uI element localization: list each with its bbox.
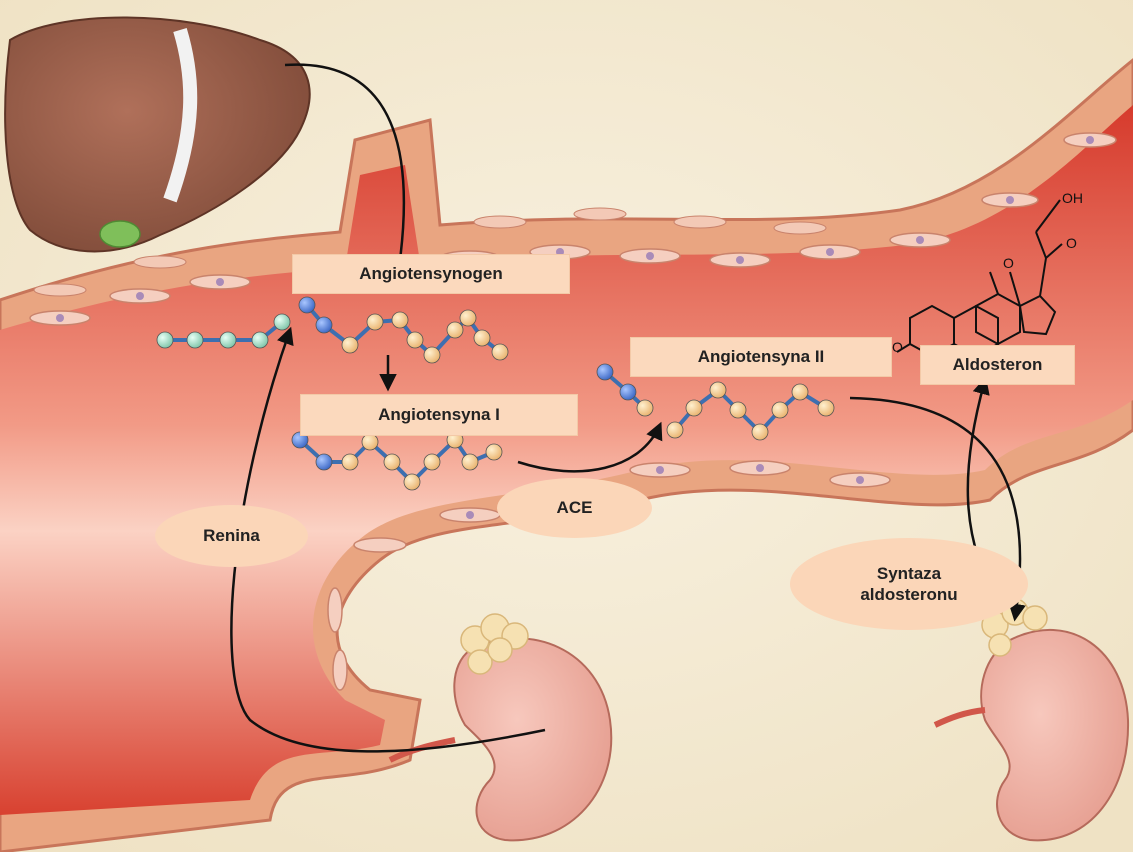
angiotensin-ii-chain-residue [686,400,702,416]
angiotensinogen-chain-residue [424,347,440,363]
angiotensin-ii-chain-residue [710,382,726,398]
angiotensin-ii-cleaved-chain-residue [620,384,636,400]
angiotensin-ii-chain-residue [667,422,683,438]
angiotensin-i-chain-residue [342,454,358,470]
angiotensinogen-label: Angiotensynogen [292,254,570,294]
angiotensinogen-chain-residue [392,312,408,328]
angiotensin-ii-chain-residue [792,384,808,400]
angiotensin-ii-label: Angiotensyna II [630,337,892,377]
angiotensinogen-chain-residue [492,344,508,360]
angiotensin-i-chain-residue [404,474,420,490]
aldosterone-synthase-label: Syntaza aldosteronu [790,538,1028,630]
angiotensin-ii-cleaved-chain-residue [637,400,653,416]
angiotensinogen-chain-residue [316,317,332,333]
renin-fragment-chain-residue [157,332,173,348]
renin-fragment-chain-residue [252,332,268,348]
angiotensinogen-chain-residue [447,322,463,338]
angiotensin-i-chain-residue [316,454,332,470]
hydroxyl-group: OH [1062,190,1083,206]
angiotensinogen-chain-residue [460,310,476,326]
ace-label: ACE [497,478,652,538]
carbonyl-o-top: O [1003,255,1014,271]
aldosterone-synthase-line2: aldosteronu [860,584,957,605]
angiotensin-ii-chain-residue [772,402,788,418]
renin-label: Renina [155,505,308,567]
carbonyl-o-right: O [1066,235,1077,251]
angiotensin-i-chain-residue [486,444,502,460]
angiotensinogen-chain-residue [407,332,423,348]
angiotensin-i-chain-residue [362,434,378,450]
angiotensin-ii-chain-residue [730,402,746,418]
renin-fragment-chain-residue [187,332,203,348]
angiotensinogen-chain-residue [367,314,383,330]
angiotensinogen-chain-residue [342,337,358,353]
renin-fragment-chain-residue [220,332,236,348]
aldosterone-label: Aldosteron [920,345,1075,385]
angiotensin-i-chain-residue [384,454,400,470]
carbonyl-o-left: O [892,339,903,355]
aldosterone-synthase-line1: Syntaza [877,563,941,584]
angiotensinogen-chain-residue [299,297,315,313]
angiotensin-i-chain-residue [424,454,440,470]
renin-fragment-chain-residue [274,314,290,330]
angiotensin-ii-chain-residue [818,400,834,416]
angiotensin-ii-chain-residue [752,424,768,440]
angiotensin-ii-cleaved-chain-residue [597,364,613,380]
angiotensin-i-chain-residue [462,454,478,470]
angiotensinogen-chain-residue [474,330,490,346]
angiotensin-i-label: Angiotensyna I [300,394,578,436]
